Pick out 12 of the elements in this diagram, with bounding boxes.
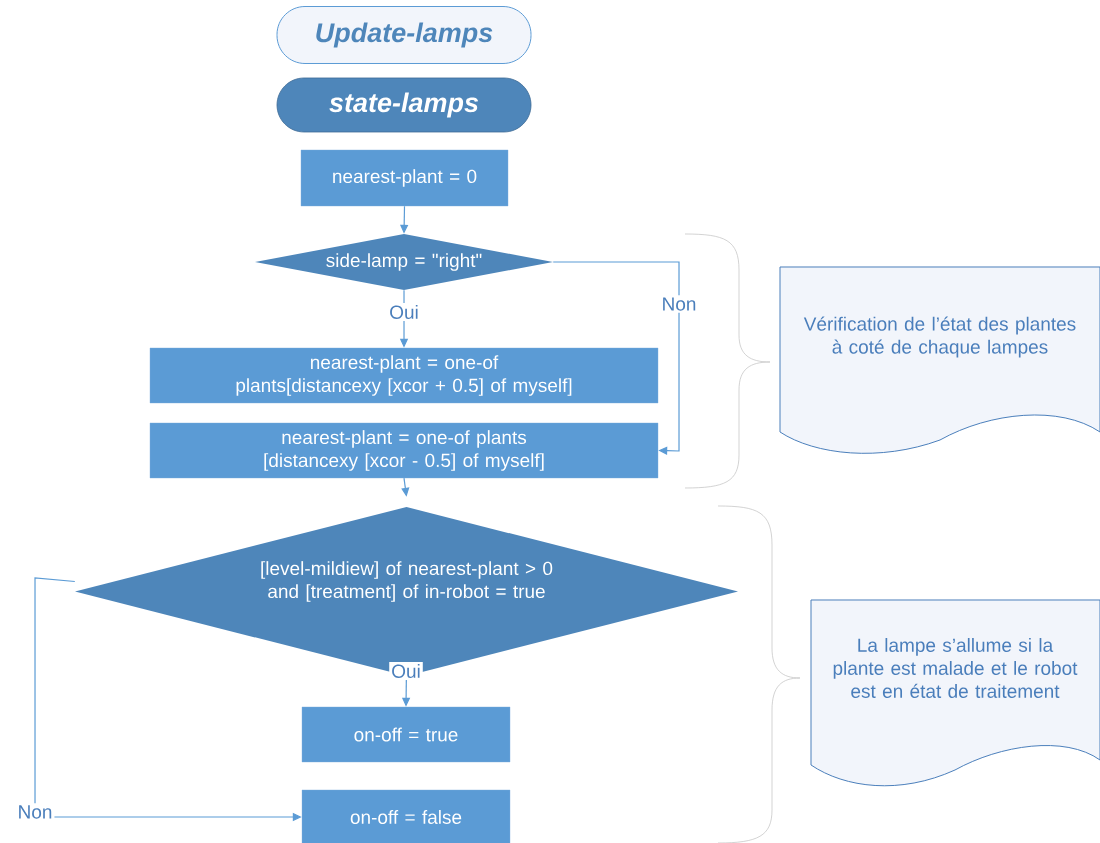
edge-label: Non bbox=[15, 803, 55, 821]
note-document: La lampe s’allume si la plante est malade et le robot est en état de traitement bbox=[810, 599, 1100, 787]
process-box: on-off = true bbox=[301, 706, 511, 763]
edge-label: Oui bbox=[389, 662, 423, 680]
edge-label: Non bbox=[659, 295, 699, 313]
process-box: nearest-plant = 0 bbox=[300, 149, 509, 207]
arrow bbox=[552, 261, 680, 455]
process-box: on-off = false bbox=[301, 789, 511, 843]
process-box: nearest-plant = one-of plants[distancexy [xcor + 0.5] of myself] bbox=[149, 347, 659, 404]
edge-label: Oui bbox=[387, 303, 421, 321]
process-box: nearest-plant = one-of plants [distancexy [xcor - 0.5] of myself] bbox=[149, 422, 659, 479]
note-document: Vérification de l’état des plantes à coté de chaque lampes bbox=[779, 266, 1100, 454]
